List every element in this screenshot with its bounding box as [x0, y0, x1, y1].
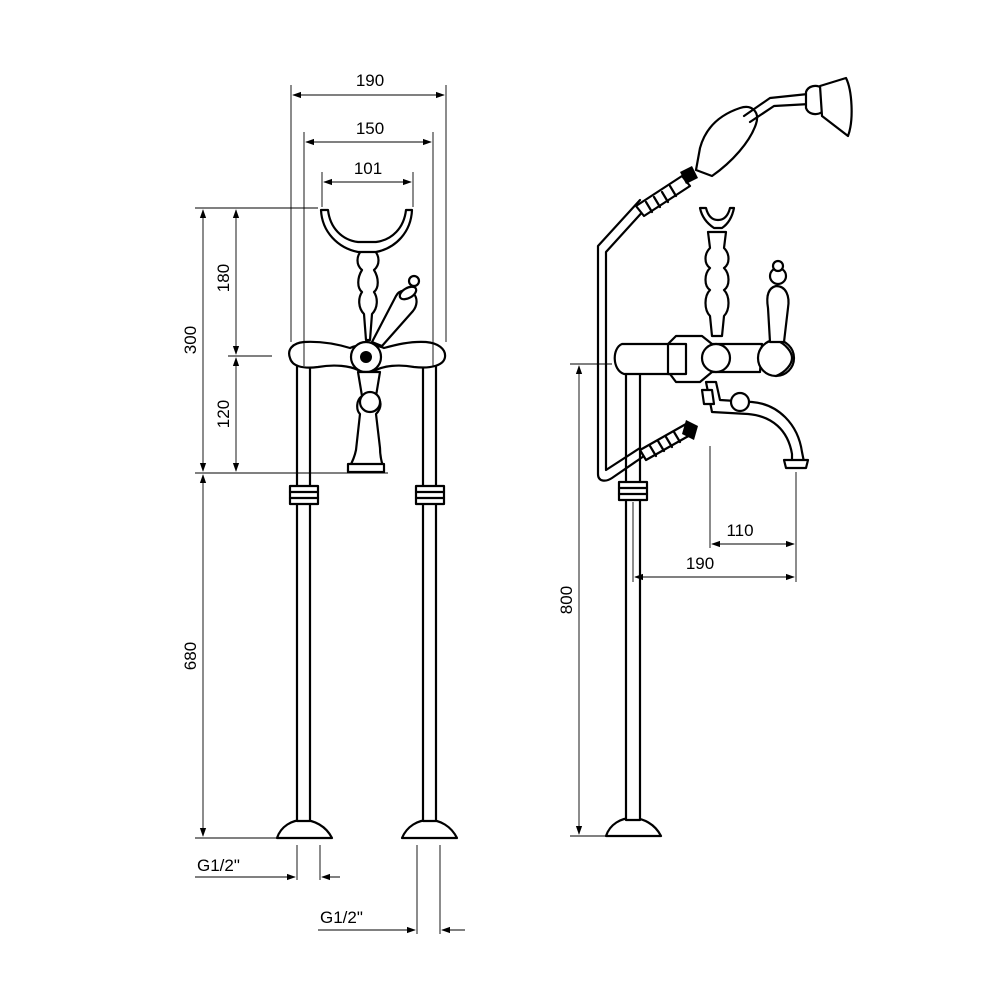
dim-front-pipe-height: 680 — [181, 642, 200, 670]
dim-front-overall-width: 190 — [356, 71, 384, 90]
dim-thread-left: G1/2" — [197, 856, 240, 875]
hose-connector-upper — [634, 166, 698, 218]
dim-front-total-height: 300 — [181, 326, 200, 354]
standpipe-right — [421, 363, 438, 823]
dim-side-reach-long: 190 — [686, 554, 714, 573]
side-pipe-coupling — [617, 480, 649, 502]
handshower — [694, 76, 853, 178]
dim-side-total-height: 800 — [557, 586, 576, 614]
side-dimensions — [570, 363, 797, 837]
hose-connector-lower — [638, 420, 698, 462]
side-view — [596, 76, 853, 838]
floor-flange-right — [400, 818, 459, 840]
standpipe-left — [295, 363, 312, 823]
side-cradle-fork — [698, 206, 736, 230]
dim-front-inner-width: 150 — [356, 119, 384, 138]
dim-side-reach-short: 110 — [726, 521, 753, 540]
pipe-coupling-left — [288, 484, 320, 506]
dim-front-cradle-width: 101 — [354, 159, 382, 178]
handshower-cradle — [319, 208, 414, 254]
side-column — [704, 230, 730, 338]
cradle-column — [356, 248, 380, 342]
spout-body — [346, 370, 386, 472]
front-dimensions — [195, 85, 465, 934]
front-view — [275, 208, 459, 840]
side-standpipe — [624, 368, 642, 822]
dim-front-upper-height: 180 — [214, 264, 233, 292]
side-spout — [704, 380, 806, 464]
shower-hose — [596, 198, 646, 482]
dim-thread-right: G1/2" — [320, 908, 363, 927]
lever-handle-side — [766, 284, 790, 344]
dim-front-lower-height: 120 — [214, 400, 233, 428]
floor-flange-left — [275, 818, 334, 840]
pipe-coupling-right — [414, 484, 446, 506]
side-mixer-body — [613, 334, 764, 384]
side-valve-knob — [756, 338, 796, 378]
